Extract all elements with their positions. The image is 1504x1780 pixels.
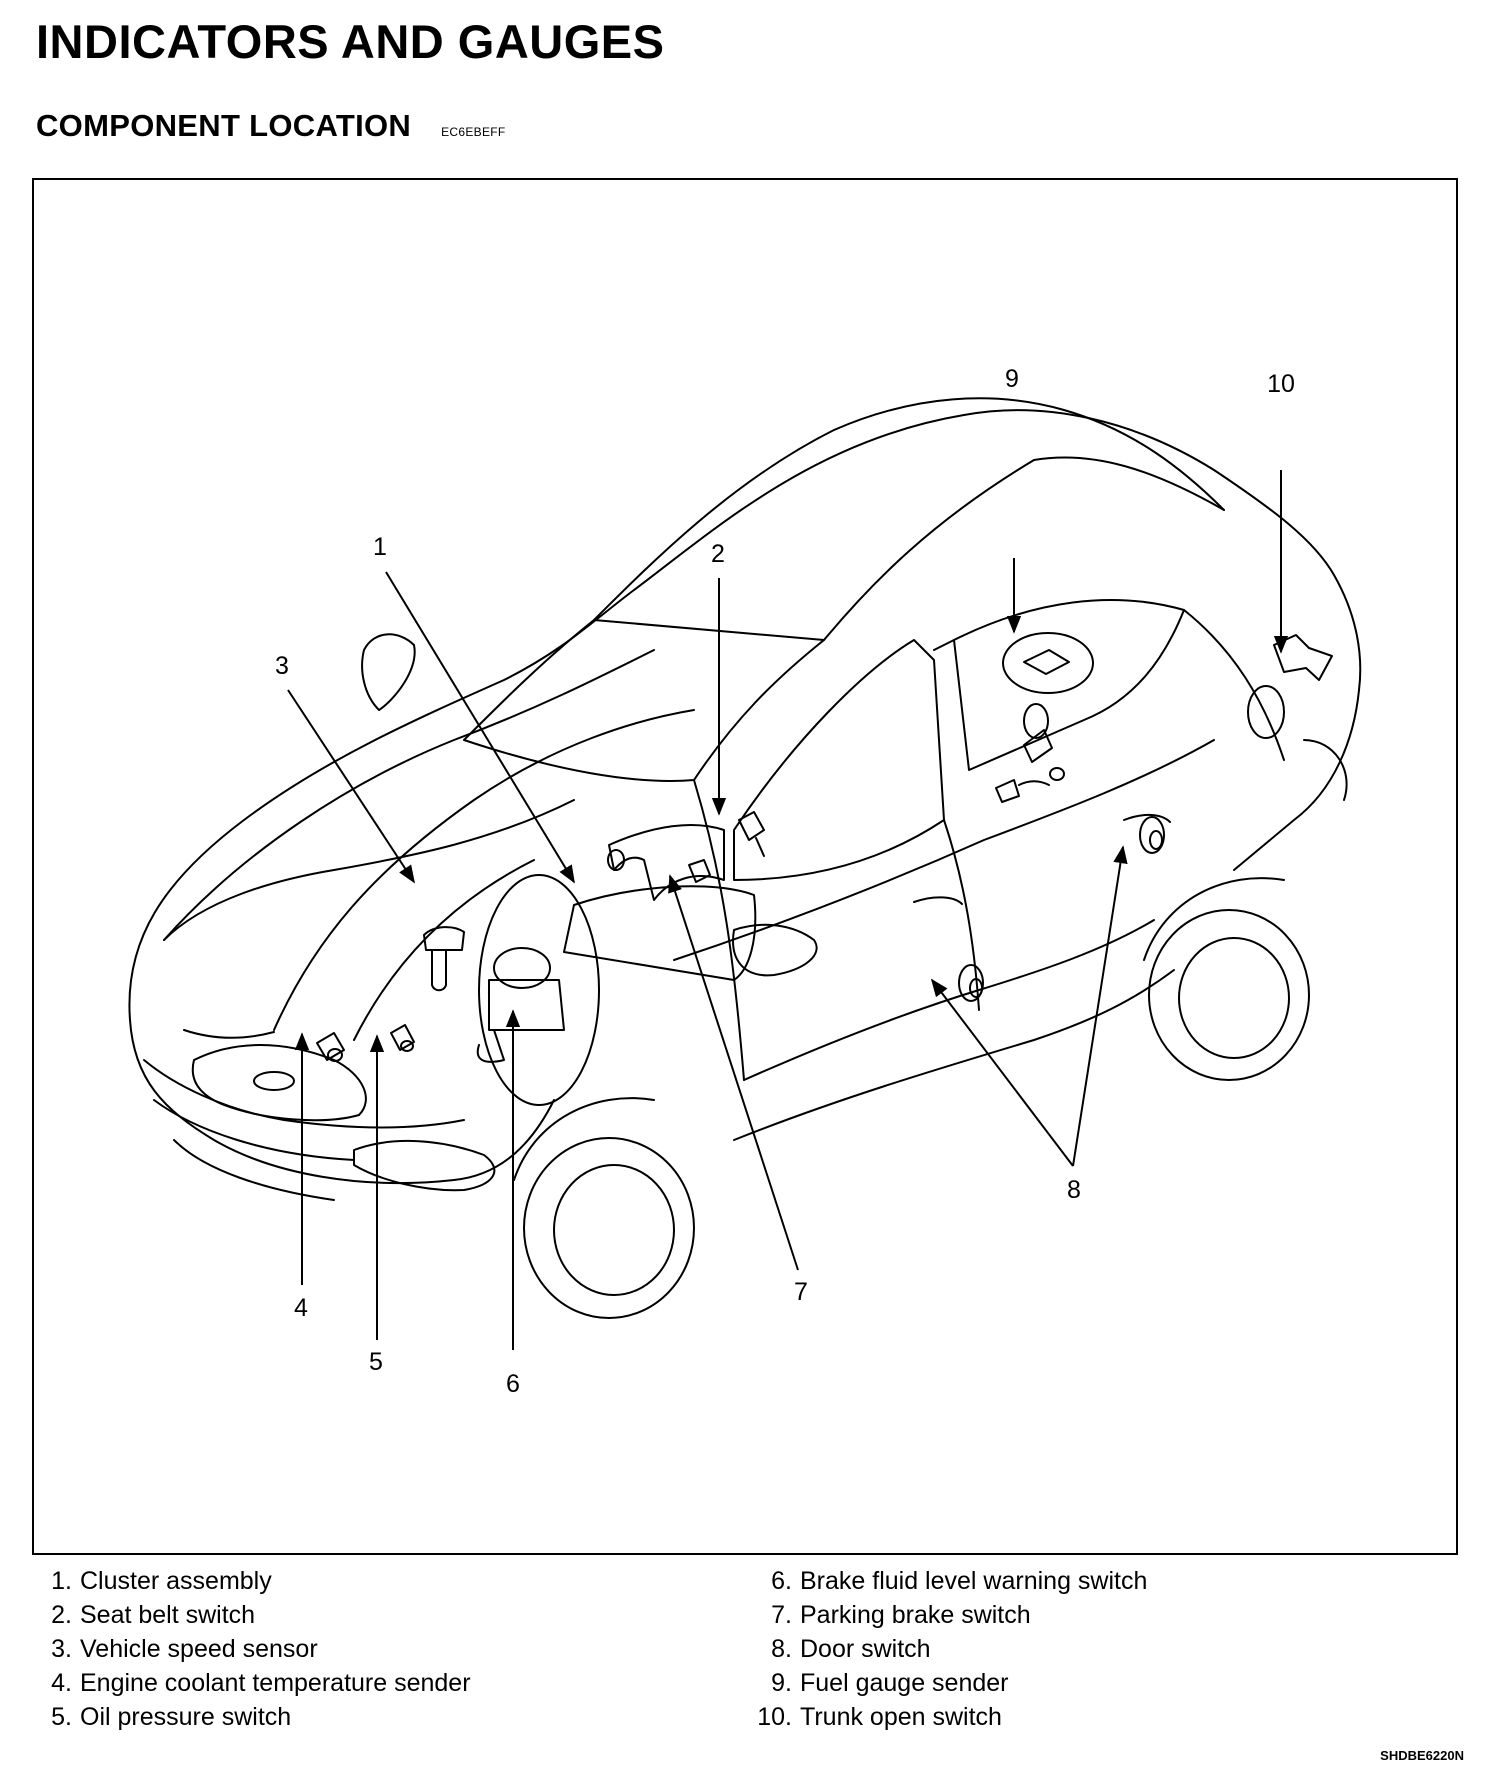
car-body-outline bbox=[128, 409, 1362, 1185]
callout-labels: 1 2 3 4 5 6 7 8 9 10 bbox=[275, 365, 1295, 1398]
legend-label: Parking brake switch bbox=[800, 1601, 1031, 1629]
tail-light bbox=[1247, 685, 1348, 801]
roof bbox=[833, 397, 1225, 511]
callout-5: 5 bbox=[369, 1348, 383, 1376]
leader-line-3 bbox=[287, 689, 415, 884]
callout-3: 3 bbox=[275, 652, 289, 680]
legend-number: 9. bbox=[771, 1669, 792, 1697]
legend-item: 6. Brake fluid level warning switch bbox=[756, 1565, 1147, 1597]
legend-number: 2. bbox=[51, 1601, 72, 1629]
component-location-diagram: 1 2 3 4 5 6 7 8 9 10 bbox=[32, 178, 1458, 1555]
legend-number: 6. bbox=[771, 1567, 792, 1595]
legend-label: Oil pressure switch bbox=[80, 1703, 292, 1731]
legend-item: 4. Engine coolant temperature sender bbox=[36, 1667, 471, 1699]
legend-number: 3. bbox=[51, 1635, 72, 1663]
leader-line-8b bbox=[1072, 845, 1128, 1167]
legend-number: 8. bbox=[771, 1635, 792, 1663]
cluster-assembly bbox=[563, 824, 757, 981]
callout-9: 9 bbox=[1005, 365, 1019, 393]
door-switch-front bbox=[958, 964, 984, 1002]
trunk-open-switch bbox=[1273, 634, 1333, 681]
fog-lamp-upper bbox=[361, 633, 416, 711]
legend-item: 5. Oil pressure switch bbox=[36, 1701, 291, 1733]
legend-number: 10. bbox=[757, 1703, 792, 1731]
legend-label: Vehicle speed sensor bbox=[80, 1635, 318, 1663]
leader-line-1 bbox=[385, 571, 575, 884]
page-title: INDICATORS AND GAUGES bbox=[36, 15, 665, 68]
legend-item: 3. Vehicle speed sensor bbox=[36, 1633, 318, 1665]
leader-line-7 bbox=[668, 874, 799, 1271]
brake-fluid-reservoir bbox=[476, 874, 600, 1106]
legend-item: 2. Seat belt switch bbox=[36, 1599, 255, 1631]
front-wheel bbox=[513, 1097, 695, 1319]
legend-label: Engine coolant temperature sender bbox=[80, 1669, 471, 1697]
figure-code: SHDBE6220N bbox=[1380, 1748, 1464, 1763]
vehicle-speed-sensor bbox=[423, 926, 465, 992]
legend-label: Fuel gauge sender bbox=[800, 1669, 1009, 1697]
car-illustration: 1 2 3 4 5 6 7 8 9 10 bbox=[128, 365, 1362, 1398]
hood-lines bbox=[163, 649, 695, 1041]
legend-number: 5. bbox=[51, 1703, 72, 1731]
callout-8: 8 bbox=[1067, 1176, 1081, 1204]
legend-number: 4. bbox=[51, 1669, 72, 1697]
legend-item: 8. Door switch bbox=[756, 1633, 931, 1665]
legend-number: 7. bbox=[771, 1601, 792, 1629]
door-switch-rear bbox=[1139, 816, 1165, 854]
legend-label: Trunk open switch bbox=[800, 1703, 1002, 1731]
callout-6: 6 bbox=[506, 1370, 520, 1398]
legend-item: 7. Parking brake switch bbox=[756, 1599, 1031, 1631]
callout-4: 4 bbox=[294, 1294, 308, 1322]
legend-item: 10. Trunk open switch bbox=[756, 1701, 1002, 1733]
legend-label: Seat belt switch bbox=[80, 1601, 256, 1629]
legend-number: 1. bbox=[51, 1567, 72, 1595]
callout-7: 7 bbox=[794, 1278, 808, 1306]
coolant-temp-sender bbox=[316, 1032, 345, 1062]
section-code: EC6EBEFF bbox=[441, 125, 506, 139]
leader-line-8a bbox=[930, 978, 1074, 1167]
side-mirror bbox=[732, 923, 818, 977]
section-header: COMPONENT LOCATION EC6EBEFF bbox=[36, 108, 506, 144]
callout-2: 2 bbox=[711, 540, 725, 568]
front-grille bbox=[173, 1044, 496, 1201]
legend-item: 1. Cluster assembly bbox=[36, 1565, 272, 1597]
callout-10: 10 bbox=[1267, 370, 1295, 398]
side-body bbox=[673, 609, 1285, 1141]
legend-label: Door switch bbox=[800, 1635, 931, 1663]
leader-lines bbox=[287, 470, 1289, 1350]
legend-label: Cluster assembly bbox=[80, 1567, 272, 1595]
side-windows bbox=[733, 599, 1185, 881]
section-title: COMPONENT LOCATION bbox=[36, 108, 412, 143]
parking-brake-switch bbox=[688, 859, 711, 883]
fuel-gauge-sender bbox=[995, 632, 1094, 803]
windshield bbox=[463, 429, 1035, 782]
seat-belt-switch bbox=[738, 811, 765, 857]
oil-pressure-switch bbox=[390, 1024, 415, 1052]
rear-wheel bbox=[1143, 877, 1310, 1081]
legend-label: Brake fluid level warning switch bbox=[800, 1567, 1148, 1595]
callout-1: 1 bbox=[373, 533, 387, 561]
legend-item: 9. Fuel gauge sender bbox=[756, 1667, 1008, 1699]
door-handles bbox=[913, 814, 1171, 905]
